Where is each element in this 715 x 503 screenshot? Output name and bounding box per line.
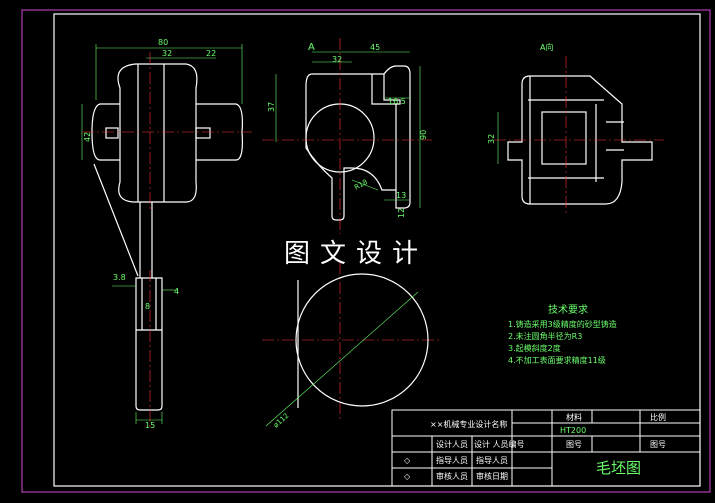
tech-title: 技术要求 — [548, 303, 588, 316]
watermark-text: 图文设计 — [284, 239, 428, 269]
tb-scale-label: 比例 — [650, 412, 666, 422]
view-label-a-direction: A向 — [540, 42, 553, 52]
tb-material: HT200 — [560, 426, 586, 435]
dim-right-side: 32 — [487, 134, 496, 144]
tech-item: 3.起模斜度2度 — [508, 343, 561, 353]
tech-item: 1.铸造采用3级精度的砂型铸造 — [508, 319, 617, 329]
tb-material-label: 材料 — [566, 412, 582, 422]
dim-mid-bottom: 13 — [396, 191, 406, 200]
dim-left-stem-mid: 8 — [145, 302, 150, 311]
dim-left-right: 22 — [206, 49, 216, 58]
tb-school: ××机械专业设计名称 — [430, 419, 507, 429]
dim-mid-top: 45 — [370, 43, 380, 52]
left-view — [91, 63, 243, 411]
dim-mid-small: 12 — [397, 208, 406, 218]
drawing-frame — [53, 13, 701, 487]
tb-guide2: 指导人员 — [476, 455, 508, 465]
tb-drawing-no: 图号 — [566, 440, 582, 449]
dim-left-stem-r: 4 — [174, 287, 179, 296]
dim-left-mid: 32 — [162, 49, 172, 58]
middle-view — [305, 65, 411, 221]
dim-circle-dia: ø112 — [272, 412, 290, 430]
tb-mark: ◇ — [404, 456, 411, 465]
dim-left-stem-w: 3.8 — [113, 273, 126, 282]
sheet-border — [21, 9, 711, 493]
tb-drawing-title: 毛坯图 — [596, 459, 641, 477]
tb-mark: ◇ — [404, 472, 411, 481]
right-view — [507, 75, 653, 205]
tech-item: 4.不加工表面要求精度11级 — [508, 355, 606, 365]
dim-left-overall: 80 — [158, 38, 168, 47]
dim-mid-boss: 32 — [332, 55, 342, 64]
dim-left-bottom: 15 — [145, 421, 155, 430]
dim-mid-r: R18 — [353, 178, 369, 192]
dim-mid-left-h: 37 — [267, 102, 276, 112]
dim-left-height: 42 — [83, 132, 92, 142]
tb-designer: 设计人员 — [436, 439, 468, 449]
tb-review: 审核人员 — [436, 471, 468, 481]
dim-mid-step: 16.5 — [388, 97, 406, 106]
dim-mid-right-h: 90 — [419, 130, 428, 140]
tb-design-no: 设计 人员编号 — [474, 439, 525, 449]
title-block — [391, 409, 701, 487]
view-label-a: A — [308, 42, 315, 53]
circle-view — [295, 273, 429, 408]
tb-guide1: 指导人员 — [436, 455, 468, 465]
tech-requirements: 技术要求 1.铸造采用3级精度的砂型铸造 2.未注圆角半径为R3 3.起模斜度2… — [508, 303, 617, 365]
tb-review-date: 审核日期 — [476, 471, 508, 481]
tb-sheet: 图号 — [650, 440, 666, 449]
tech-item: 2.未注圆角半径为R3 — [508, 331, 582, 341]
